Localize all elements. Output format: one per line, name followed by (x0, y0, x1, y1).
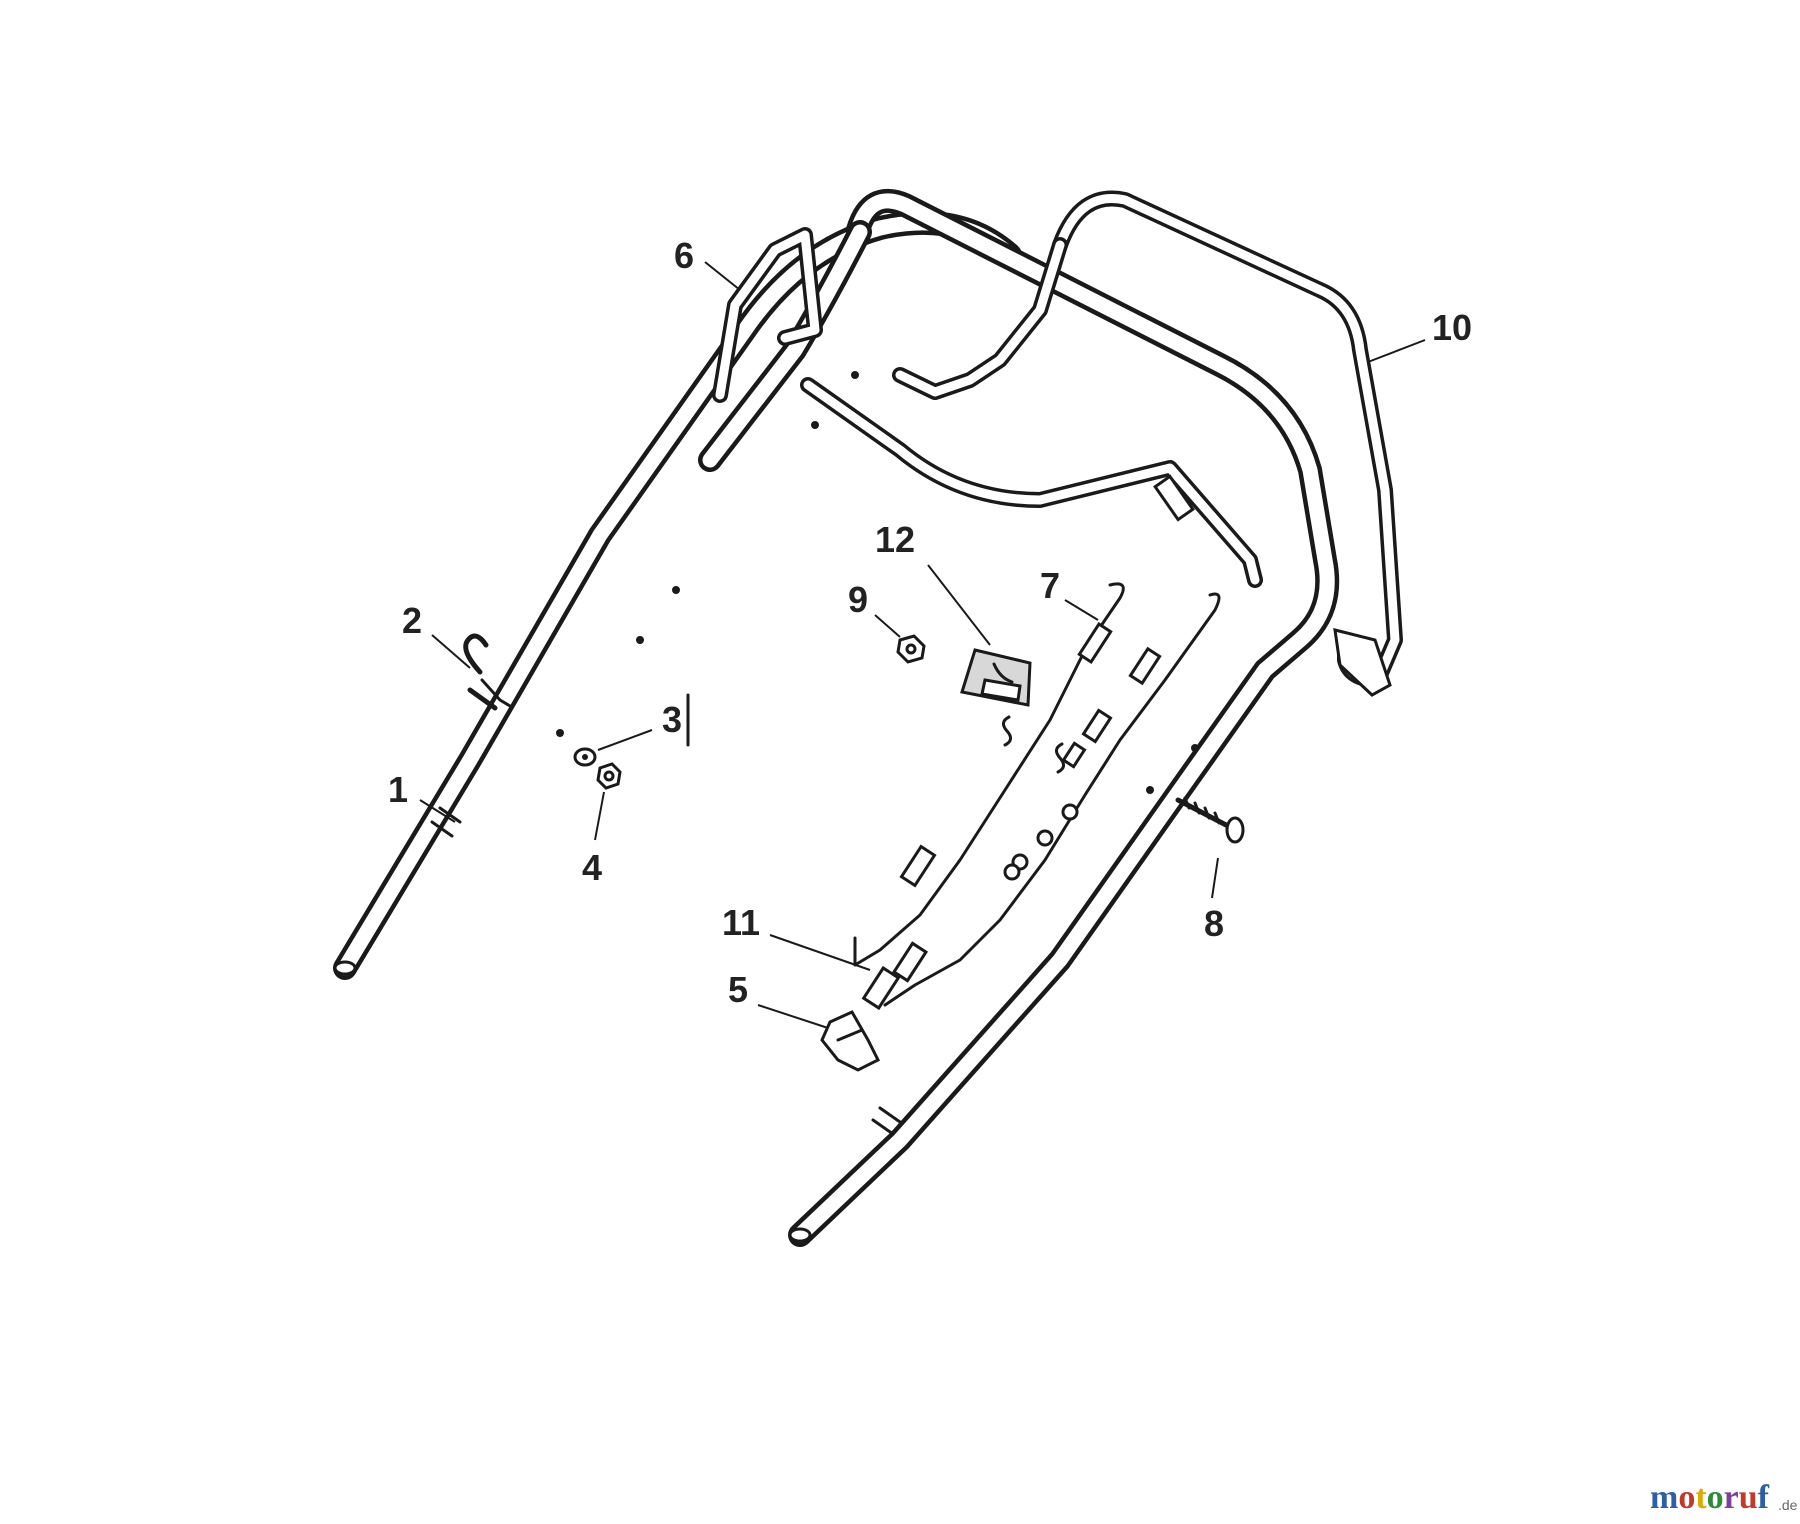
callout-6: 6 (674, 235, 694, 276)
part-8-bolt (1175, 796, 1245, 844)
callout-10: 10 (1432, 307, 1472, 348)
part-2-hook-bolt (463, 633, 512, 711)
part-9-nut (896, 634, 926, 664)
callout-9: 9 (848, 579, 868, 620)
part-11-cable (861, 592, 1221, 1011)
callout-labels: 1 2 3 4 5 6 7 8 9 10 11 12 (388, 235, 1472, 1010)
watermark-letter: t (1695, 1479, 1707, 1516)
part-6-rear-bail (712, 227, 823, 403)
part-4-nut (596, 762, 622, 790)
callout-12: 12 (875, 519, 915, 560)
washer-set (1003, 803, 1079, 881)
callout-2: 2 (402, 600, 422, 641)
callout-11: 11 (722, 902, 760, 943)
callout-8: 8 (1204, 903, 1224, 944)
leader-lines (419, 261, 1426, 1029)
watermark-letter: o (1707, 1479, 1724, 1516)
part-10-operator-bail (800, 190, 1403, 697)
watermark-letter: o (1678, 1479, 1695, 1516)
callout-1: 1 (388, 769, 408, 810)
watermark-suffix: .de (1778, 1497, 1798, 1513)
watermark-text: motoruf (1650, 1479, 1770, 1516)
handle-frame (333, 189, 1340, 1247)
part-5-cable-clip (820, 1010, 881, 1072)
callout-4: 4 (582, 847, 602, 888)
callout-3: 3 (662, 699, 682, 740)
callout-7: 7 (1040, 565, 1060, 606)
part-3-washer (573, 747, 597, 767)
watermark-letter: r (1724, 1479, 1739, 1516)
part-7-cable (853, 582, 1125, 967)
callout-5: 5 (728, 969, 748, 1010)
watermark-letter: u (1739, 1479, 1758, 1516)
watermark-logo: motoruf .de (1650, 1479, 1798, 1516)
watermark-letter: m (1650, 1479, 1678, 1516)
watermark-letter: f (1758, 1479, 1770, 1516)
part-12-cable-guide (960, 648, 1032, 707)
